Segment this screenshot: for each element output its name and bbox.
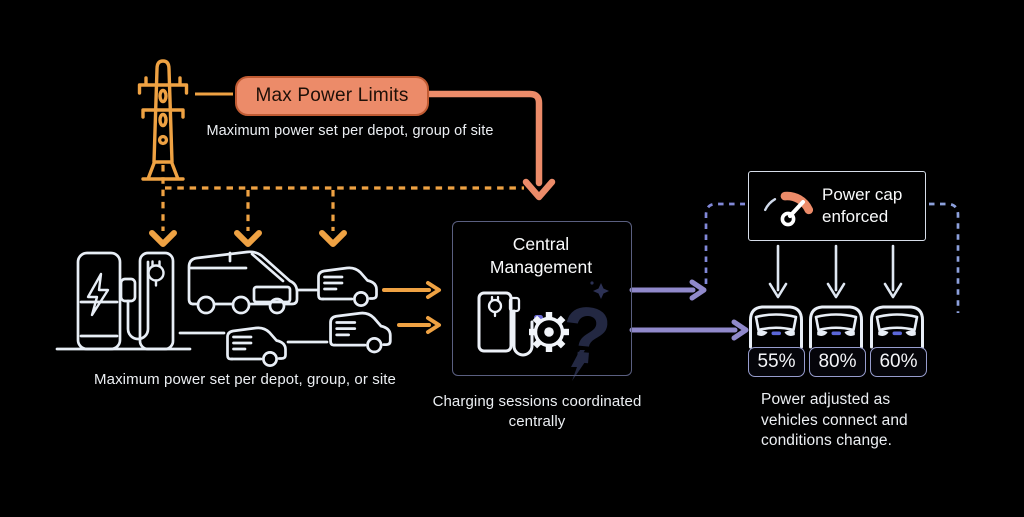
max-power-limits-badge: Max Power Limits: [235, 76, 429, 116]
depot-line-art: [55, 250, 392, 367]
dashed-arrowheads: [149, 230, 347, 247]
charging-cable: [126, 260, 150, 341]
vehicle-front-icon: [749, 305, 803, 349]
svg-text:?: ?: [558, 289, 614, 382]
transmission-tower-icon: [137, 59, 189, 181]
central-to-vehicles-arrows: [629, 279, 749, 341]
depot-to-central-arrows: [382, 281, 441, 334]
vehicle-front-icon: [870, 305, 924, 349]
vehicle-power-badge: 55%: [748, 347, 805, 377]
max-power-arrow: [423, 90, 556, 201]
vehicle-percent: 60%: [879, 351, 918, 372]
central-management-title: Central Management: [489, 234, 593, 278]
feedback-dashed-lines: [704, 202, 960, 313]
max-power-dashed-lines: [161, 165, 524, 231]
ev-charging-station-icon: [76, 251, 122, 351]
delivery-van-icon: [317, 266, 378, 307]
central-caption: Charging sessions coordinated centrally: [432, 393, 642, 431]
vehicle-percent: 80%: [818, 351, 857, 372]
ev-charger-icon: [477, 291, 534, 357]
gear-icon: [529, 312, 569, 352]
delivery-van-icon: [329, 311, 392, 354]
vehicle-percent: 55%: [757, 351, 796, 372]
source-caption: Maximum power set per depot, group of si…: [206, 123, 494, 139]
result-caption: Power adjusted as vehicles connect and c…: [761, 391, 908, 450]
power-cap-box: Power cap enforced: [748, 171, 926, 241]
central-management-box: [452, 221, 632, 376]
van-icon: [187, 250, 299, 315]
vehicle-power-badge: 80%: [809, 347, 866, 377]
delivery-van-icon: [226, 326, 287, 367]
question-mark-icon: ?: [558, 281, 615, 382]
powercap-down-arrows: [768, 244, 903, 299]
vehicle-power-badge: 60%: [870, 347, 927, 377]
power-cap-label: Power cap enforced: [822, 185, 903, 226]
motion-lines: [178, 288, 329, 344]
vehicle-front-icon: [809, 305, 863, 349]
central-icons: ?: [477, 281, 615, 382]
max-power-limits-label: Max Power Limits: [255, 85, 409, 106]
depot-caption: Maximum power set per depot, group, or s…: [94, 371, 396, 388]
gauge-icon: [764, 191, 813, 227]
charger-holster: [119, 277, 137, 303]
